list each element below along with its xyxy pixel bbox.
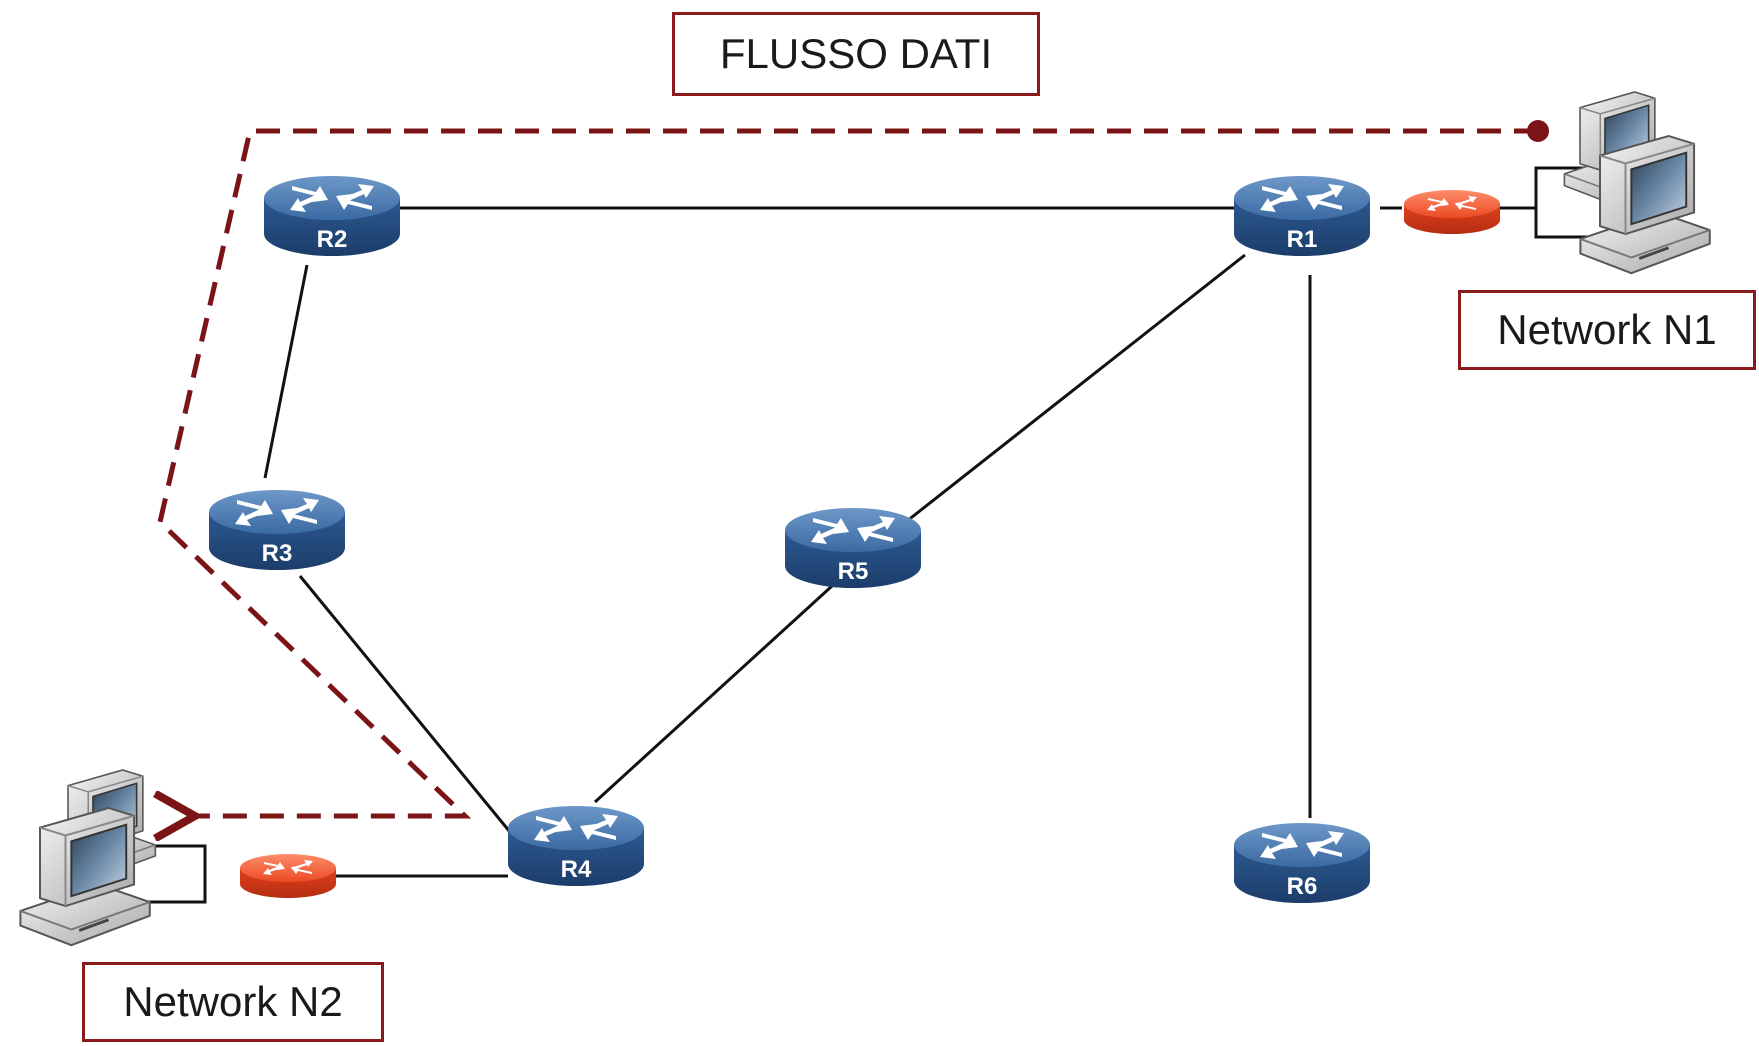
router-r6-label: R6 bbox=[1287, 873, 1318, 900]
link-r5-r1 bbox=[906, 253, 1246, 523]
router-r4-label: R4 bbox=[561, 856, 592, 883]
router-r2: R2 bbox=[264, 176, 400, 256]
link-r4-r5 bbox=[593, 584, 834, 804]
edge-router-n1 bbox=[1404, 190, 1500, 234]
router-r3: R3 bbox=[209, 490, 345, 570]
lan-n2-bracket bbox=[145, 844, 207, 904]
router-r5: R5 bbox=[785, 508, 921, 588]
network-n2-label: Network N2 bbox=[82, 962, 384, 1042]
router-r6: R6 bbox=[1234, 823, 1370, 903]
computer-n1-front-icon bbox=[1578, 134, 1712, 275]
link-r2-r3 bbox=[263, 264, 309, 479]
flow-label-box: FLUSSO DATI bbox=[672, 12, 1040, 96]
router-r1: R1 bbox=[1234, 176, 1370, 256]
network-links bbox=[145, 166, 1600, 904]
data-flow-path bbox=[160, 128, 1538, 816]
lan-n1-bracket bbox=[1534, 166, 1600, 239]
router-r1-label: R1 bbox=[1287, 226, 1318, 253]
link-r3-r4 bbox=[298, 575, 512, 833]
router-r4: R4 bbox=[508, 806, 644, 886]
network-n1-label: Network N1 bbox=[1458, 290, 1756, 370]
edge-router-n2 bbox=[240, 854, 336, 898]
router-r5-label: R5 bbox=[838, 558, 869, 585]
data-flow-origin-dot bbox=[1527, 120, 1549, 142]
router-r2-label: R2 bbox=[317, 226, 348, 253]
computer-n2-front-icon bbox=[18, 806, 152, 947]
router-r3-label: R3 bbox=[262, 540, 293, 567]
